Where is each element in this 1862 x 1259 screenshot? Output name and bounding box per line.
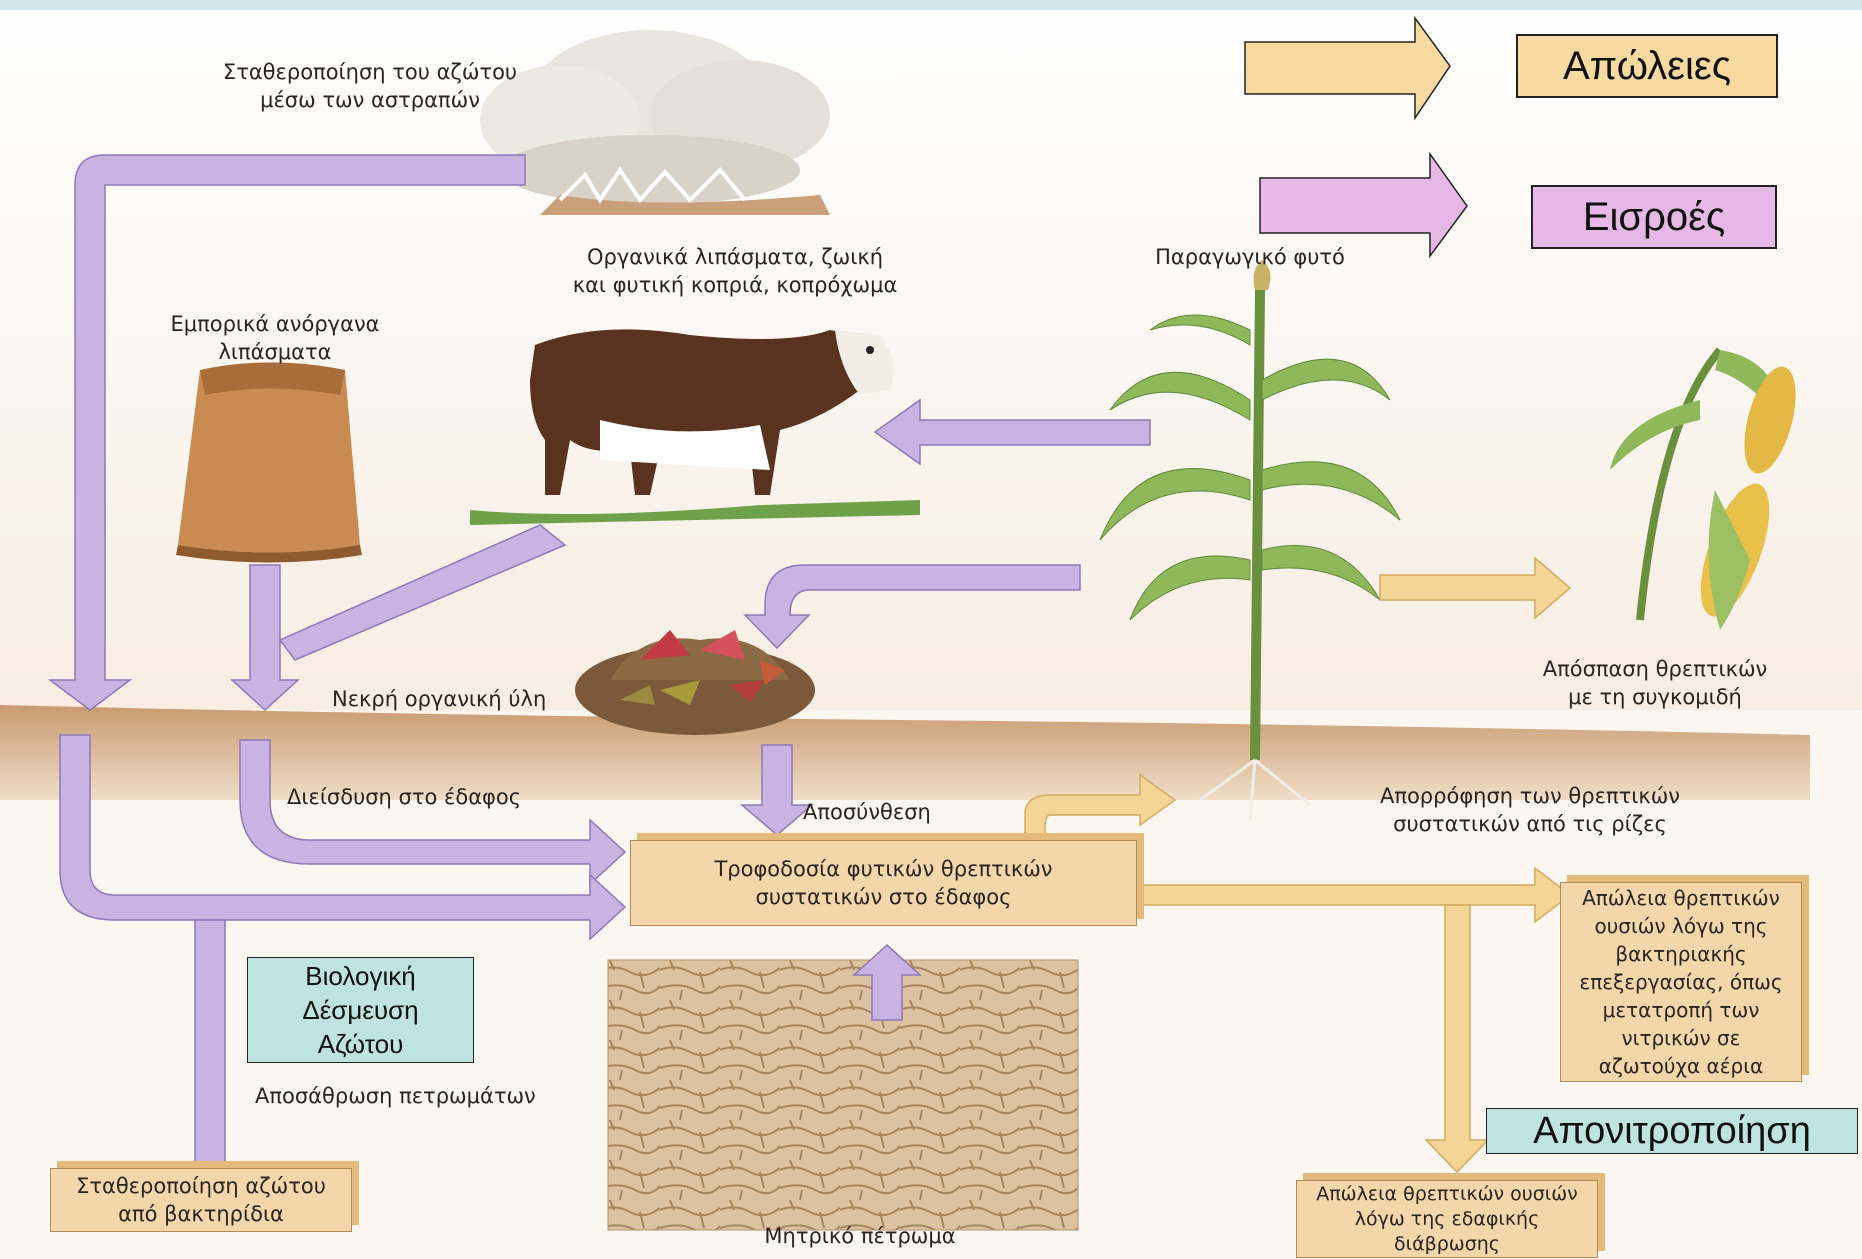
erosion-loss-box: Απώλεια θρεπτικών ουσιών λόγω της εδαφικ… [1296,1180,1598,1258]
lightning-fixation-label: Σταθεροποίηση του αζώτου μέσω των αστραπ… [180,58,560,114]
infiltration-label: Διείσδυση στο έδαφος [287,783,521,811]
parent-rock-label: Μητρικό πέτρωμα [740,1222,980,1250]
soil-nutrient-supply-box: Τροφοδοσία φυτικών θρεπτικών συστατικών … [630,840,1137,926]
dead-organic-matter-label: Νεκρή οργανική ύλη [332,685,546,713]
organic-fertilizers-label: Οργανικά λιπάσματα, ζωική και φυτική κοπ… [525,243,945,299]
root-uptake-label: Απορρόφηση των θρεπτικών συστατικών από … [1340,782,1720,838]
denitrification-box: Απονιτροποίηση [1486,1108,1858,1154]
inputs-legend-box: Εισροές [1531,185,1777,249]
losses-legend-box: Απώλειες [1516,34,1778,98]
inputs-legend-label: Εισροές [1583,195,1725,240]
denitrification-label: Απονιτροποίηση [1533,1110,1811,1153]
harvest-removal-label: Απόσπαση θρεπτικών με τη συγκομιδή [1505,655,1805,711]
rock-weathering-label: Αποσάθρωση πετρωμάτων [255,1082,536,1110]
commercial-fertilizers-label: Εμπορικά ανόργανα λιπάσματα [140,310,410,366]
bacterial-fixation-box: Σταθεροποίηση αζώτου από βακτηρίδια [50,1168,352,1232]
parent-rock [608,960,1078,1230]
fertilizer-bag [176,363,362,563]
productive-plant-label: Παραγωγικό φυτό [1120,243,1380,271]
bacterial-loss-box: Απώλεια θρεπτικών ουσιών λόγω της βακτηρ… [1560,882,1802,1082]
losses-legend-label: Απώλειες [1563,44,1731,89]
decomposition-label: Αποσύνθεση [803,798,931,826]
biological-fixation-box: Βιολογική Δέσμευση Αζώτου [247,957,474,1063]
